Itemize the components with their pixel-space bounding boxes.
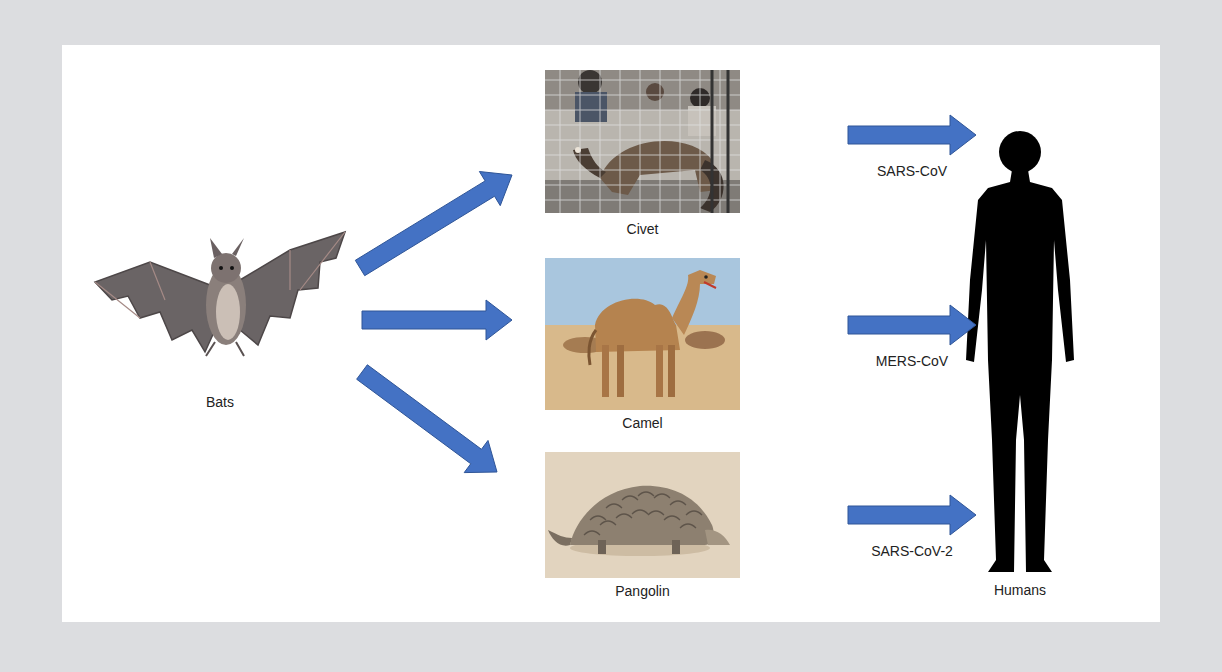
block-arrow [357,365,497,473]
panel [62,45,1160,622]
human-silhouette [966,131,1074,572]
civet-node: Civet [545,70,740,242]
humans-node: Humans [988,125,1052,603]
node-caption: Bats [206,394,234,415]
virus-label: SARS-CoV [874,163,950,180]
virus-label: MERS-CoV [873,353,951,370]
bats-node: Bats [90,220,350,415]
node-caption: Civet [627,221,659,242]
pangolin-node: Pangolin [545,452,740,604]
camel-node: Camel [545,258,740,436]
node-caption: Camel [622,415,662,436]
block-arrow [362,300,512,340]
block-arrow [848,495,976,535]
block-arrow [355,172,512,276]
bat-picture [95,232,345,356]
virus-label: SARS-CoV-2 [868,543,956,560]
node-caption: Pangolin [615,583,670,604]
block-arrow [848,115,976,155]
block-arrow [848,305,976,345]
node-caption: Humans [994,582,1046,603]
camel-photo [545,258,740,410]
pangolin-photo [545,452,740,578]
civet-photo [545,70,740,213]
